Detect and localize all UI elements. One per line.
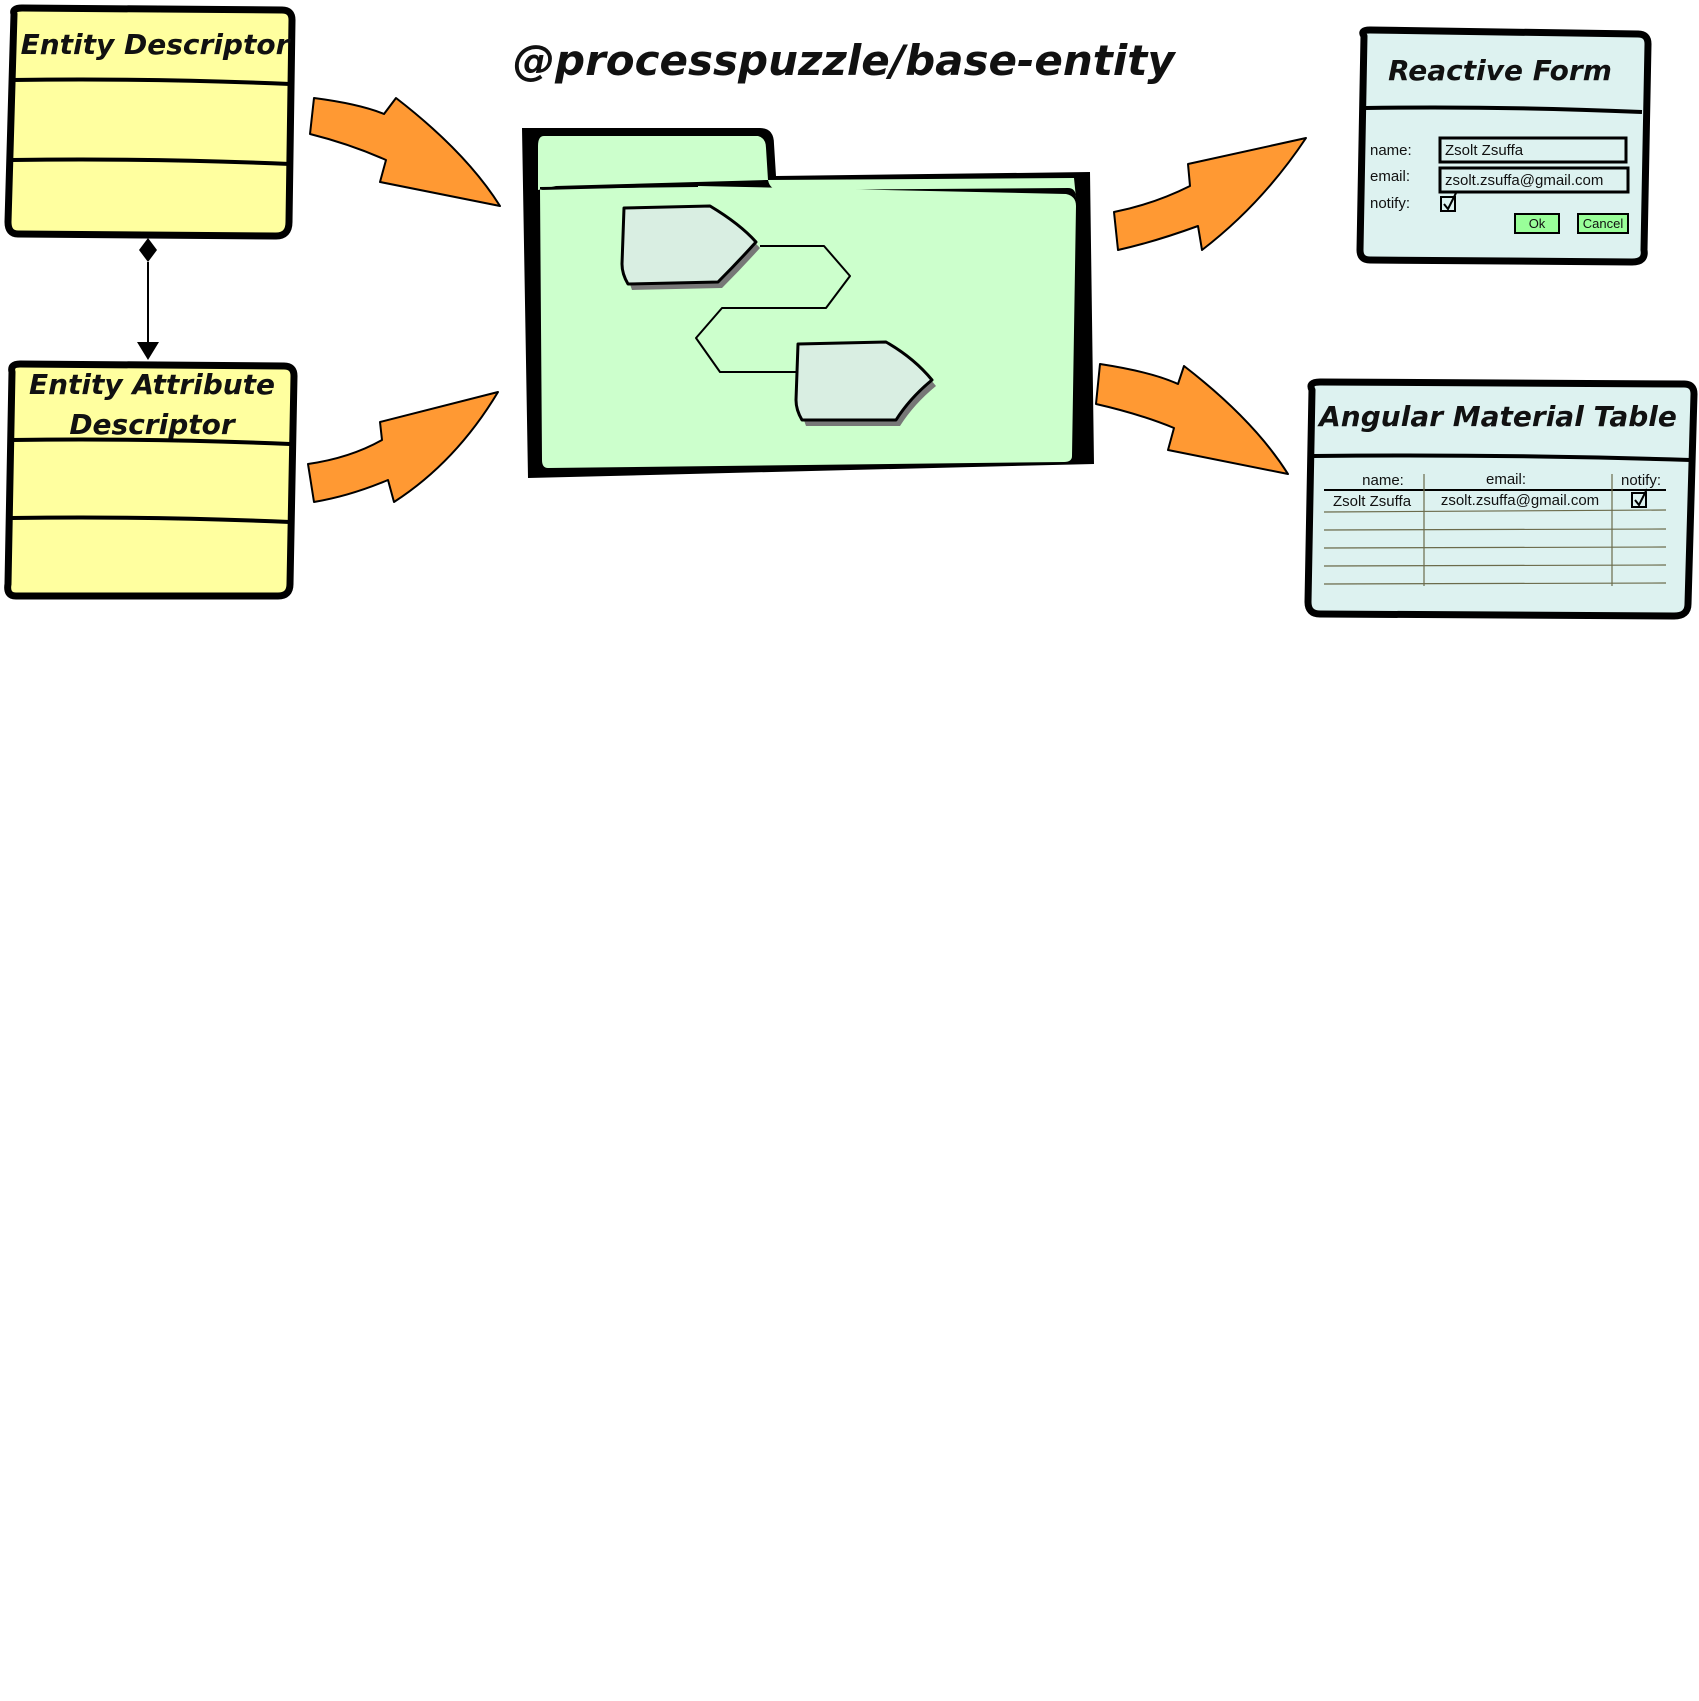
package-connector-path bbox=[695, 245, 851, 373]
table-header-name: name: bbox=[1362, 472, 1404, 489]
entity-attribute-descriptor-label-1: Entity Attribute bbox=[29, 368, 275, 401]
table-notify-check-icon bbox=[1634, 488, 1648, 507]
table-cell-notify-checkbox[interactable] bbox=[1631, 488, 1648, 508]
form-name-input[interactable] bbox=[1438, 136, 1628, 164]
table-header-notify: notify: bbox=[1621, 472, 1661, 489]
entity-attribute-descriptor-box bbox=[4, 360, 298, 600]
entity-descriptor-divider-2 bbox=[11, 157, 291, 166]
form-name-input-value: Zsolt Zsuffa bbox=[1445, 142, 1524, 159]
arrow-attribute-descriptor-to-package bbox=[307, 391, 499, 503]
material-table-widget: Angular Material Table name: email: noti… bbox=[1304, 378, 1698, 620]
table-row[interactable]: Zsolt Zsuffa zsolt.zsuffa@gmail.com bbox=[1333, 488, 1648, 510]
composition-connector bbox=[137, 238, 159, 360]
package-node-1 bbox=[620, 204, 758, 286]
form-cancel-button-label: Cancel bbox=[1583, 216, 1624, 231]
entity-attribute-descriptor-label-2: Descriptor bbox=[69, 408, 237, 441]
entity-descriptor-class: Entity Descriptor bbox=[4, 4, 296, 240]
entity-attribute-descriptor-class: Entity Attribute Descriptor bbox=[4, 360, 298, 600]
entity-descriptor-label: Entity Descriptor bbox=[21, 28, 292, 61]
table-cell-email: zsolt.zsuffa@gmail.com bbox=[1441, 492, 1599, 509]
entity-attribute-descriptor-divider-1 bbox=[11, 437, 291, 446]
material-table-panel bbox=[1304, 378, 1698, 620]
form-email-input[interactable] bbox=[1438, 166, 1630, 194]
entity-attribute-descriptor-divider-2 bbox=[11, 515, 291, 524]
reactive-form-divider bbox=[1365, 105, 1643, 114]
table-cell-name: Zsolt Zsuffa bbox=[1333, 493, 1412, 510]
form-ok-button[interactable]: Ok bbox=[1514, 213, 1560, 234]
composition-arrowhead bbox=[137, 342, 159, 360]
material-table-divider bbox=[1313, 453, 1691, 462]
arrow-package-to-reactive-form bbox=[1113, 137, 1307, 251]
form-email-input-value: zsolt.zsuffa@gmail.com bbox=[1445, 172, 1603, 189]
form-name-label: name: bbox=[1370, 142, 1412, 159]
form-notify-check-icon bbox=[1443, 192, 1457, 211]
arrow-package-to-material-table bbox=[1095, 363, 1289, 475]
form-email-label: email: bbox=[1370, 168, 1410, 185]
form-notify-checkbox[interactable] bbox=[1440, 192, 1457, 212]
form-cancel-button[interactable]: Cancel bbox=[1577, 213, 1629, 234]
package-tab-line bbox=[539, 185, 699, 189]
reactive-form-title: Reactive Form bbox=[1388, 54, 1612, 87]
form-ok-button-label: Ok bbox=[1529, 216, 1546, 231]
reactive-form-widget: Reactive Form name: Zsolt Zsuffa email: … bbox=[1356, 26, 1652, 266]
package-tab bbox=[538, 136, 1076, 198]
diagram-title: @processpuzzle/base-entity bbox=[513, 36, 1176, 85]
entity-descriptor-divider-1 bbox=[11, 77, 291, 86]
package-node-2 bbox=[794, 340, 934, 422]
entity-descriptor-box bbox=[4, 4, 296, 240]
form-notify-label: notify: bbox=[1370, 195, 1410, 212]
composition-diamond bbox=[139, 238, 157, 262]
base-entity-package bbox=[522, 128, 1094, 478]
material-table-title: Angular Material Table bbox=[1317, 400, 1677, 433]
table-header-email: email: bbox=[1486, 471, 1526, 488]
arrow-entity-descriptor-to-package bbox=[309, 97, 501, 207]
